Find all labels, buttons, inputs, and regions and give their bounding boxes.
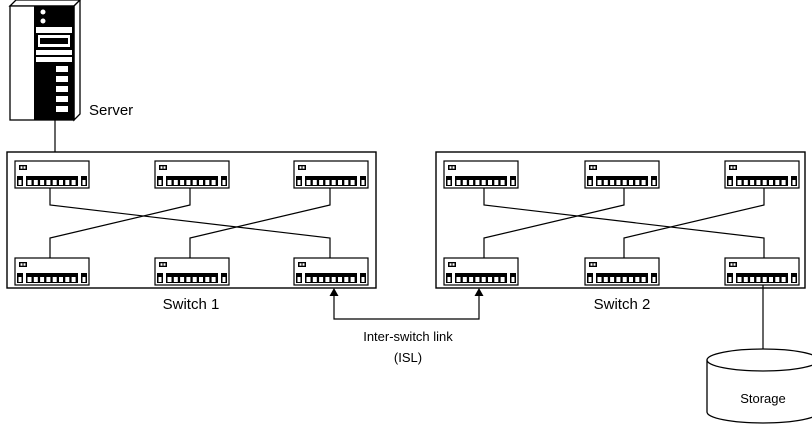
switch1-module-bottom-3 xyxy=(293,257,369,286)
switch1-module-top-1 xyxy=(14,160,90,189)
switch1-label: Switch 1 xyxy=(163,296,220,313)
switch2-module-bottom-2 xyxy=(584,257,660,286)
server-label: Server xyxy=(89,102,133,119)
switch1-module-bottom-1 xyxy=(14,257,90,286)
switch2-module-top-2 xyxy=(584,160,660,189)
switch2-module-top-3 xyxy=(724,160,800,189)
storage-label: Storage xyxy=(740,391,786,406)
switch2-module-bottom-3 xyxy=(724,257,800,286)
switch1-module-top-3 xyxy=(293,160,369,189)
storage-icon xyxy=(706,348,812,424)
switch1-module-top-2 xyxy=(154,160,230,189)
switch2-label: Switch 2 xyxy=(594,296,651,313)
switch2-module-top-1 xyxy=(443,160,519,189)
server-icon xyxy=(8,0,81,122)
switch2-wiring xyxy=(483,188,765,258)
isl-arrow-left-icon xyxy=(329,288,339,296)
switch2-module-bottom-1 xyxy=(443,257,519,286)
isl-connector xyxy=(329,288,484,320)
switch1-wiring xyxy=(49,188,331,258)
isl-label: Inter-switch link xyxy=(363,329,453,344)
switch1-module-bottom-2 xyxy=(154,257,230,286)
isl-abbrev-label: (ISL) xyxy=(394,350,422,365)
isl-arrow-right-icon xyxy=(474,288,484,296)
